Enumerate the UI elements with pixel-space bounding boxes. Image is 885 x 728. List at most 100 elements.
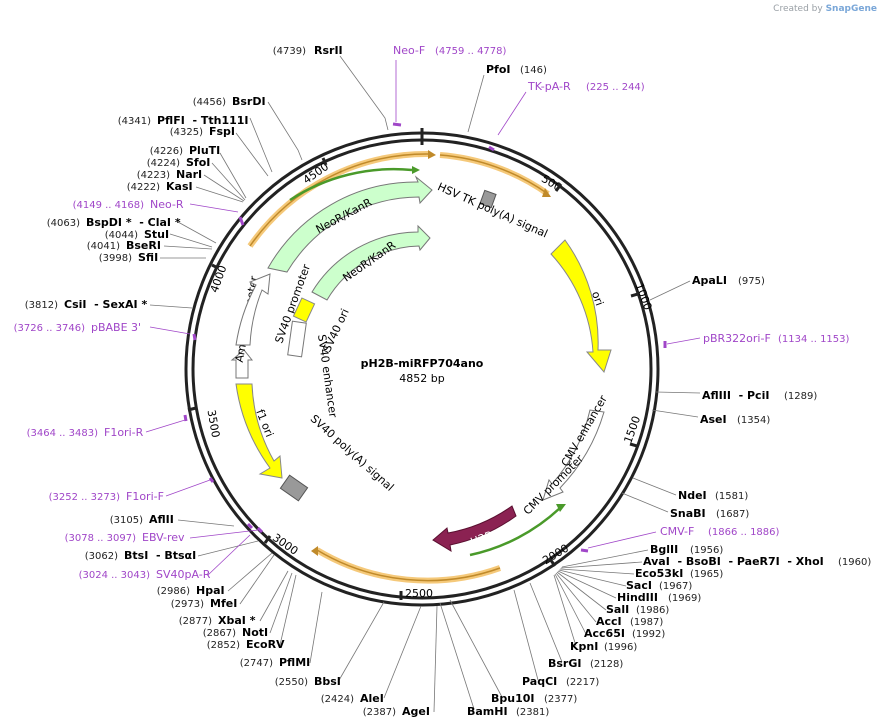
primer-range-neo-f: (4759 .. 4778) xyxy=(435,46,507,57)
primer-leaders xyxy=(145,60,701,576)
site-name-pluti[interactable]: PluTI xyxy=(189,144,220,157)
site-name-afliii[interactable]: AflIII - PciI xyxy=(702,389,769,402)
site-pos-bamhi: (2381) xyxy=(516,707,549,718)
site-name-xbai[interactable]: XbaI * xyxy=(218,614,256,627)
primer-name-cmv-f[interactable]: CMV-F xyxy=(660,525,694,538)
site-name-avai[interactable]: AvaI - BsoBI - PaeR7I - XhoI xyxy=(643,555,824,568)
leader-asei xyxy=(651,409,699,418)
site-name-bseri[interactable]: BseRI xyxy=(126,239,161,252)
site-name-alei[interactable]: AleI xyxy=(360,692,384,705)
site-name-eco53ki[interactable]: Eco53kI xyxy=(635,567,683,580)
site-name-agei[interactable]: AgeI xyxy=(402,705,430,718)
site-pos-afliii: (1289) xyxy=(784,391,817,402)
site-name-bamhi[interactable]: BamHI xyxy=(467,705,508,718)
site-name-apali[interactable]: ApaLI xyxy=(692,274,727,287)
leader-bsrdi xyxy=(267,101,303,161)
site-name-nari[interactable]: NarI xyxy=(176,168,202,181)
site-name-rsrii[interactable]: RsrII xyxy=(314,44,343,57)
site-name-asei[interactable]: AseI xyxy=(700,413,727,426)
leader-bamhi xyxy=(439,602,475,710)
site-pos-mfei: (2973) xyxy=(171,599,204,610)
site-name-acci[interactable]: AccI xyxy=(596,615,622,628)
primer-name-f1ori-f[interactable]: F1ori-F xyxy=(126,490,164,503)
site-name-bbsi[interactable]: BbsI xyxy=(314,675,341,688)
leader-bseri xyxy=(163,245,213,250)
primer-name-tk-pa-r[interactable]: TK-pA-R xyxy=(527,80,571,93)
primer-name-f1ori-r[interactable]: F1ori-R xyxy=(104,426,144,439)
site-name-bpu10i[interactable]: Bpu10I xyxy=(491,692,535,705)
primer-leader-cmv-f xyxy=(587,531,657,549)
feature-sv40-polya[interactable] xyxy=(279,474,309,502)
site-name-sfoi[interactable]: SfoI xyxy=(186,156,210,169)
feature-sv40-ori[interactable] xyxy=(292,297,316,323)
site-name-saci[interactable]: SacI xyxy=(626,579,652,592)
primer-name-pbr322[interactable]: pBR322ori-F xyxy=(703,332,771,345)
site-pos-noti: (2867) xyxy=(203,628,236,639)
site-name-kpni[interactable]: KpnI xyxy=(570,640,598,653)
tick-1000: 1000 xyxy=(633,281,655,312)
feature-neor-inner[interactable] xyxy=(311,224,431,301)
feature-h2b[interactable] xyxy=(432,505,517,552)
feature-ori[interactable] xyxy=(550,239,612,374)
leader-saci xyxy=(558,569,627,587)
site-name-pflfi[interactable]: PflFI - Tth111I xyxy=(157,114,249,127)
site-name-ndei[interactable]: NdeI xyxy=(678,489,707,502)
site-pos-hindiii: (1969) xyxy=(668,593,701,604)
feature-label-sv40-enhancer: SV40 enhancer xyxy=(315,334,340,419)
leader-pluti xyxy=(219,152,247,199)
site-name-sali[interactable]: SalI xyxy=(606,603,629,616)
site-name-snabi[interactable]: SnaBI xyxy=(670,507,706,520)
site-name-btsi[interactable]: BtsI - BtsαI xyxy=(124,549,196,562)
primer-name-ebv-rev[interactable]: EBV-rev xyxy=(142,531,185,544)
site-name-pfoi[interactable]: PfoI xyxy=(486,63,511,76)
feature-cmv[interactable] xyxy=(542,409,605,501)
site-pos-rsrii: (4739) xyxy=(273,46,306,57)
site-pos-saci: (1967) xyxy=(659,581,692,592)
site-pos-agei: (2387) xyxy=(363,707,396,718)
primer-name-pbabe[interactable]: pBABE 3' xyxy=(91,321,141,334)
tick-mark-4500 xyxy=(321,157,328,166)
site-name-kasi[interactable]: KasI xyxy=(166,180,193,193)
feature-hsv-tk-polya[interactable] xyxy=(479,189,497,209)
site-name-bsrgi[interactable]: BsrGI xyxy=(548,657,581,670)
feature-ampr-promoter[interactable] xyxy=(230,349,254,379)
feature-f1ori[interactable] xyxy=(235,383,283,479)
leader-sexai xyxy=(149,304,193,309)
orf-arrowhead-2 xyxy=(542,188,551,197)
site-name-bsrdi[interactable]: BsrDI xyxy=(232,95,266,108)
site-name-paqci[interactable]: PaqCI xyxy=(522,675,557,688)
site-labels: (4739) RsrII PfoI (146) (4456) BsrDI (43… xyxy=(25,44,872,718)
leader-apali xyxy=(649,280,691,301)
site-name-mfei[interactable]: MfeI xyxy=(210,597,237,610)
feature-neor-outer[interactable] xyxy=(267,175,433,273)
leader-ndei xyxy=(632,477,677,496)
site-name-clai[interactable]: BspDI * - ClaI * xyxy=(86,216,181,229)
site-name-pflmi[interactable]: PflMI xyxy=(279,656,310,669)
site-name-csii[interactable]: CsiI - SexAI * xyxy=(64,298,147,311)
feature-sv40-promoter[interactable] xyxy=(235,273,271,346)
site-name-bglii[interactable]: BglII xyxy=(650,543,678,556)
primer-mark-ebv-rev xyxy=(256,526,264,534)
site-name-acc65i[interactable]: Acc65I xyxy=(584,627,625,640)
feature-sv40-enhancer[interactable] xyxy=(287,320,307,358)
site-name-ecorv[interactable]: EcoRV xyxy=(246,638,285,651)
primer-name-neo-r[interactable]: Neo-R xyxy=(150,198,184,211)
site-name-noti[interactable]: NotI xyxy=(242,626,268,639)
site-name-stui[interactable]: StuI xyxy=(144,228,169,241)
site-name-aflii[interactable]: AflII xyxy=(149,513,174,526)
primer-leader-f1ori-r xyxy=(145,419,186,433)
site-name-fspi[interactable]: FspI xyxy=(209,125,235,138)
tick-2500: 2500 xyxy=(405,587,433,600)
leader-kpni xyxy=(553,574,577,647)
primer-name-sv40pa-r[interactable]: SV40pA-R xyxy=(156,568,211,581)
site-name-hpai[interactable]: HpaI xyxy=(196,584,225,597)
leader-pflmi xyxy=(309,591,323,664)
primer-name-neo-f[interactable]: Neo-F xyxy=(393,44,425,57)
leader-alei xyxy=(383,605,422,699)
site-name-hindiii[interactable]: HindIII xyxy=(617,591,658,604)
site-pos-kpni: (1996) xyxy=(604,642,637,653)
site-name-sfii[interactable]: SfiI xyxy=(138,251,158,264)
leader-eco53ki xyxy=(559,568,635,575)
leader-ecorv xyxy=(279,574,297,646)
